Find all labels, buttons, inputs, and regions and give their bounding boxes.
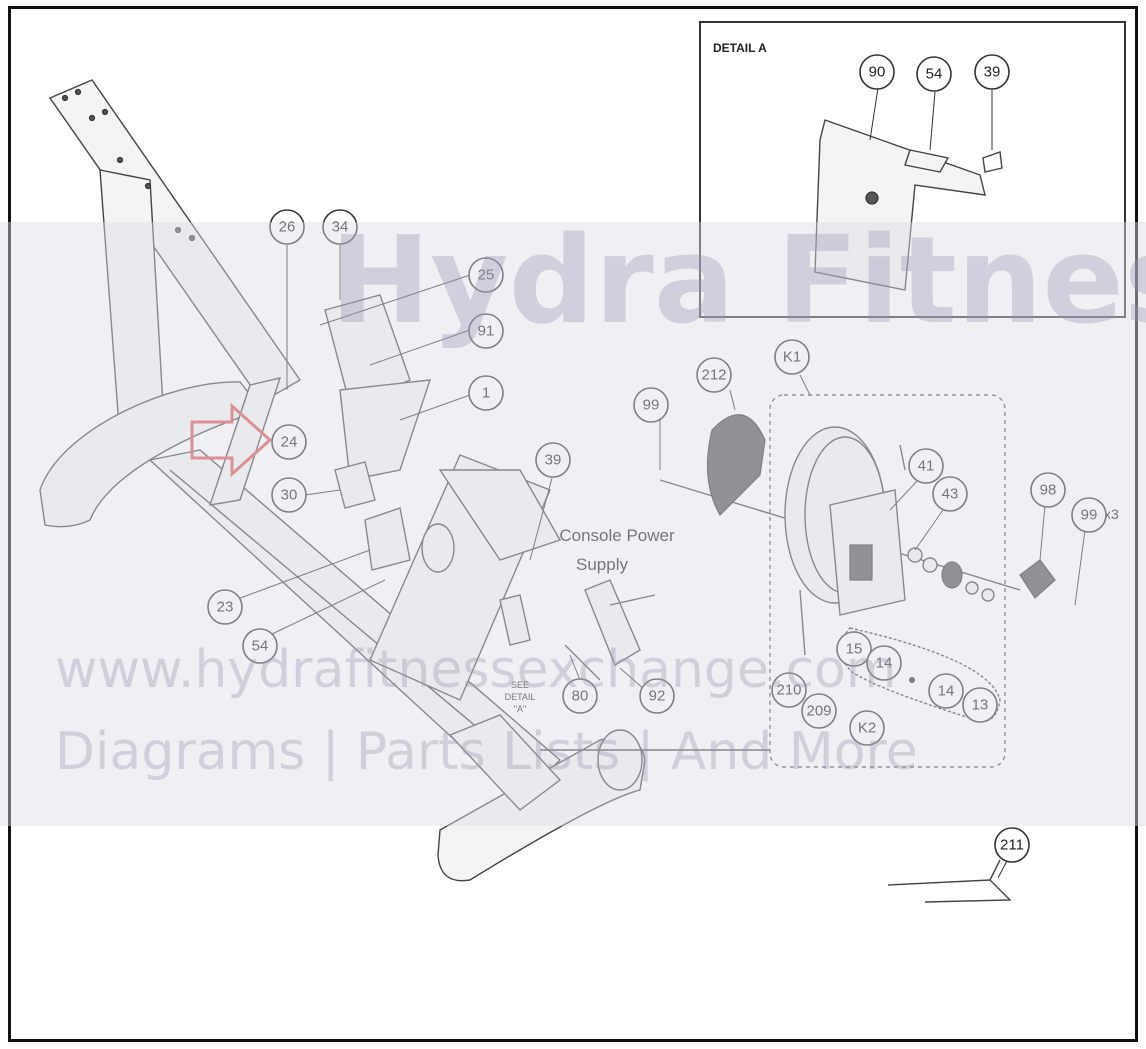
svg-text:1: 1 [482,385,490,402]
callout-92: 92 [639,678,675,714]
callout-30: 30 [271,477,307,513]
callout-41: 41 [908,448,944,484]
svg-text:211: 211 [1000,837,1024,854]
svg-text:14: 14 [876,655,893,672]
callout-91: 91 [468,313,504,349]
callout-26: 26 [269,209,305,245]
callout-54: 54 [242,628,278,664]
callout-209: 209 [801,693,837,729]
callout-23: 23 [207,589,243,625]
callout-detail-39: 39 [974,54,1010,90]
svg-text:212: 212 [701,367,726,384]
callout-210: 210 [771,672,807,708]
svg-text:K2: K2 [858,720,876,737]
console-power-supply-drawing [499,579,656,681]
callout-1: 1 [468,375,504,411]
svg-text:23: 23 [217,599,234,616]
svg-text:210: 210 [776,682,801,699]
svg-text:209: 209 [806,703,831,720]
callout-211: 211 [994,827,1030,863]
svg-text:26: 26 [279,219,296,236]
console-power-supply-label-2: Supply [576,555,628,574]
svg-text:91: 91 [478,323,495,340]
callout-99: 99 [633,387,669,423]
svg-text:41: 41 [918,458,935,475]
detail-a-drawing [699,21,1126,318]
svg-text:24: 24 [281,434,298,451]
svg-text:30: 30 [281,487,298,504]
svg-text:98: 98 [1040,482,1057,499]
callout-80: 80 [562,678,598,714]
svg-text:14: 14 [938,683,955,700]
callout-15: 15 [836,631,872,667]
callout-K2: K2 [849,710,885,746]
callout-14-b: 14 [928,673,964,709]
red-pointer-arrow [190,402,273,478]
svg-text:K1: K1 [783,349,801,366]
svg-text:43: 43 [942,486,959,503]
callout-detail-54: 54 [916,56,952,92]
main-frame-drawing [39,79,1021,882]
callout-24: 24 [271,424,307,460]
callout-43: 43 [932,476,968,512]
svg-text:92: 92 [649,688,666,705]
svg-text:99: 99 [1081,507,1098,524]
flywheel-assembly-drawing [706,394,1056,768]
callout-99-x3: 99 [1071,497,1107,533]
wire-harness-drawing [887,859,1012,903]
callout-14: 14 [866,645,902,681]
svg-text:54: 54 [252,638,269,655]
svg-text:80: 80 [572,688,589,705]
svg-text:13: 13 [972,697,989,714]
leader-lines [234,87,1086,879]
console-power-supply-label: Console Power [559,526,675,545]
svg-text:25: 25 [478,267,495,284]
callout-39: 39 [535,442,571,478]
detail-a-title: DETAIL A [713,41,767,55]
quantity-x3-label: x3 [1104,506,1119,522]
svg-text:39: 39 [545,452,562,469]
see-detail-label-2: DETAIL [505,692,536,702]
callout-212: 212 [696,357,732,393]
callout-25: 25 [468,257,504,293]
callout-K1: K1 [774,339,810,375]
see-detail-label-3: "A" [514,704,526,714]
svg-text:90: 90 [869,64,886,81]
callout-34: 34 [322,209,358,245]
callout-13: 13 [962,687,998,723]
svg-text:54: 54 [926,66,943,83]
svg-text:99: 99 [643,397,660,414]
callout-detail-90: 90 [859,54,895,90]
see-detail-label-1: SEE [511,680,529,690]
svg-text:34: 34 [332,219,349,236]
svg-text:39: 39 [984,64,1001,81]
svg-text:15: 15 [846,641,863,658]
callout-98: 98 [1030,472,1066,508]
